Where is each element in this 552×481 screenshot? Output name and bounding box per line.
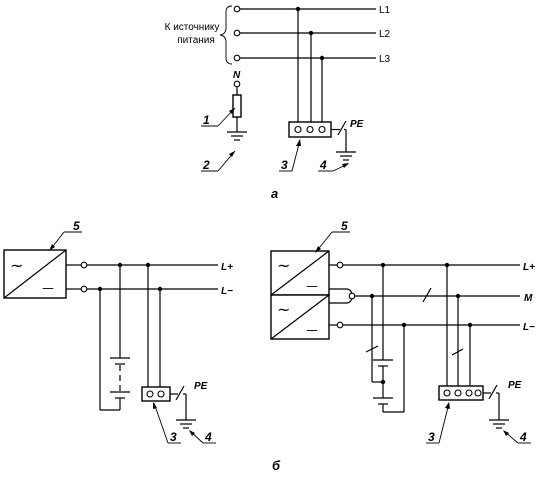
caption-b: б: [272, 458, 281, 473]
dc-symbol-left: —: [42, 281, 54, 295]
dc-symbol-right-top: —: [306, 279, 318, 293]
phase-label-l2: L2: [379, 29, 391, 40]
callout-3-b-right: 3: [426, 402, 450, 444]
terminal-l3: [233, 54, 241, 62]
terminal-l1: [233, 5, 241, 13]
pe-label-a: PE: [350, 119, 364, 130]
callout-3-b-left: 3: [153, 402, 181, 444]
phase-label-l1: L1: [379, 5, 391, 16]
svg-text:2: 2: [202, 158, 210, 172]
ac-symbol-right-top: ~: [277, 256, 290, 275]
callout-3a: 3: [279, 139, 301, 172]
callout-4a: 4: [318, 158, 349, 172]
converter-right-top: ~ —: [270, 250, 330, 296]
svg-text:4: 4: [519, 430, 527, 444]
resistor-1: [232, 94, 242, 118]
callout-4-b-left: 4: [189, 430, 216, 444]
neutral-branch: N: [227, 70, 247, 141]
phase-label-l3: L3: [379, 54, 391, 65]
source-brace: [219, 5, 233, 65]
source-label-line1: К источнику: [165, 22, 220, 33]
terminal-block-a: [288, 121, 332, 138]
svg-text:5: 5: [73, 219, 80, 233]
callout-4-b-right: 4: [503, 430, 531, 444]
converter-right-bottom: ~ —: [270, 294, 330, 340]
line-label-lminus-right: L−: [523, 322, 535, 333]
phase-line-l1: L1: [233, 5, 391, 16]
ac-symbol-right-bottom: ~: [277, 300, 290, 319]
diagram-b-left: ~ — 5 L+ L−: [3, 219, 233, 444]
callout-1: 1: [201, 107, 236, 127]
svg-text:3: 3: [170, 430, 177, 444]
dc-symbol-right-bottom: —: [306, 323, 318, 337]
caption-a: а: [271, 186, 278, 201]
diagram-b-right: ~ — ~ — 5 L+ M L−: [270, 219, 535, 444]
svg-text:5: 5: [341, 219, 348, 233]
line-label-lplus-left: L+: [221, 262, 233, 273]
pe-ground-a: PE: [331, 119, 364, 161]
diagram-a: К источнику питания L1 L2 L3: [165, 5, 391, 201]
terminal-l2: [233, 29, 241, 37]
callout-2: 2: [201, 150, 236, 172]
pe-label-b-left: PE: [194, 381, 208, 392]
svg-text:3: 3: [428, 430, 435, 444]
callout-5-left: 5: [49, 219, 82, 251]
converter-left: ~ —: [3, 249, 67, 299]
phase-line-l3: L3: [233, 54, 391, 65]
ac-symbol-left: ~: [10, 256, 23, 275]
line-label-lminus-left: L−: [221, 286, 233, 297]
terminal-n: [233, 80, 241, 88]
line-label-m: M: [524, 293, 533, 304]
neutral-label: N: [233, 70, 241, 81]
svg-text:3: 3: [281, 158, 288, 172]
source-label-line2: питания: [177, 35, 215, 46]
phase-line-l2: L2: [233, 29, 391, 40]
callout-5-right: 5: [315, 219, 350, 253]
pe-label-b-right: PE: [508, 380, 522, 391]
svg-text:4: 4: [319, 158, 327, 172]
svg-text:1: 1: [203, 113, 210, 127]
line-label-lplus-right: L+: [523, 262, 535, 273]
svg-text:4: 4: [204, 430, 212, 444]
